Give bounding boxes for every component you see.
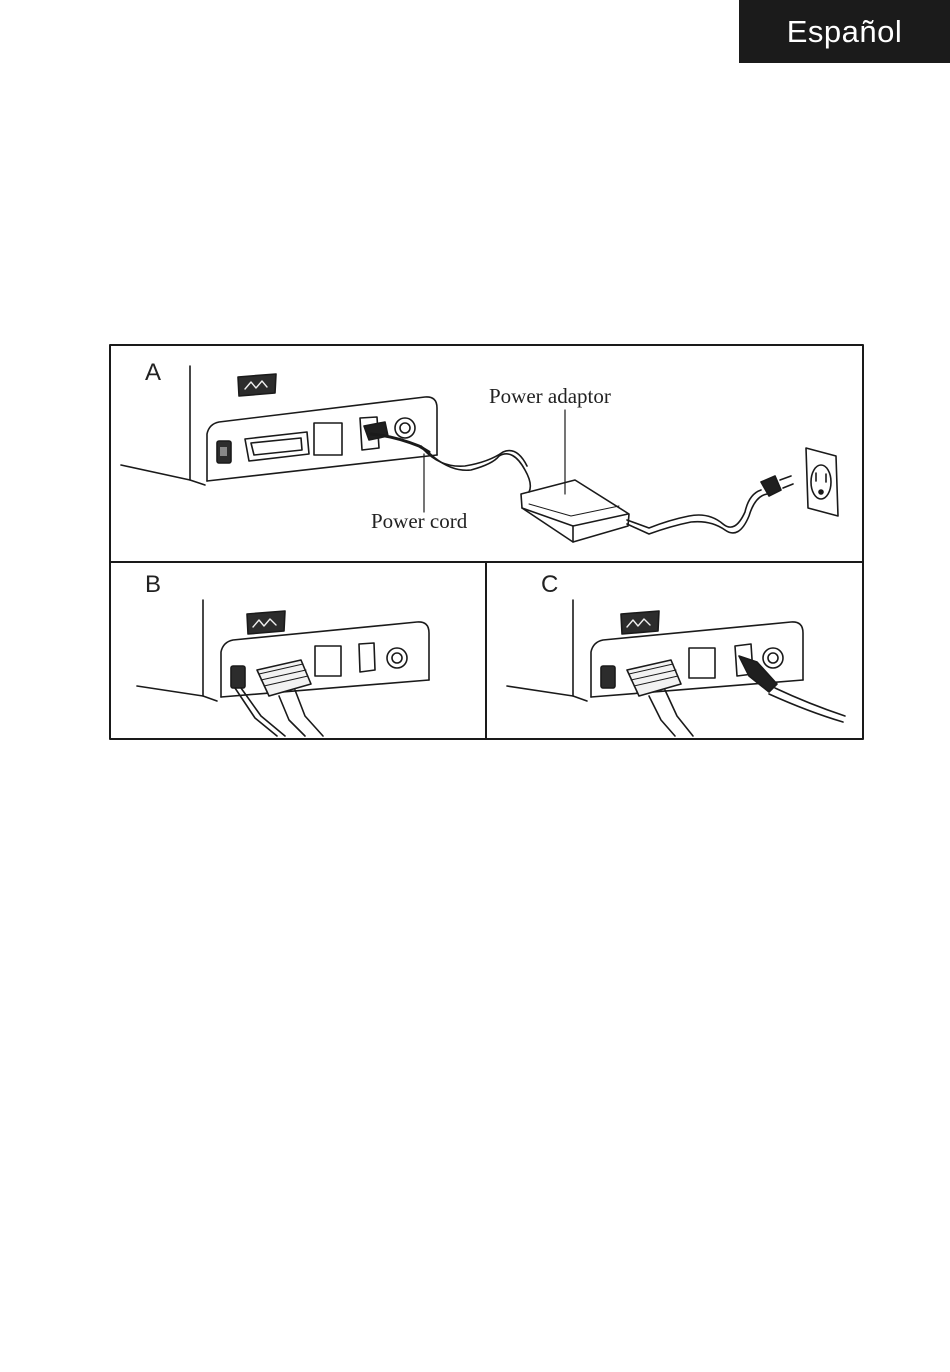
panel-a-label: A bbox=[145, 359, 161, 386]
panel-c-label: C bbox=[541, 571, 558, 598]
connection-figure: A Power adaptor Power cord B C bbox=[109, 344, 864, 740]
connection-diagram: A Power adaptor Power cord B C bbox=[109, 344, 864, 740]
wall-outlet-icon bbox=[806, 448, 838, 516]
language-tab: Español bbox=[739, 0, 950, 63]
power-cord-callout: Power cord bbox=[371, 509, 468, 533]
power-adaptor-icon bbox=[521, 480, 629, 542]
panel-b-drawing bbox=[137, 600, 429, 736]
panel-a-sticker-icon bbox=[238, 374, 276, 396]
panel-b-label: B bbox=[145, 571, 161, 598]
panel-c-drawing bbox=[507, 600, 845, 736]
power-adaptor-callout: Power adaptor bbox=[489, 384, 611, 408]
language-label: Español bbox=[787, 14, 903, 50]
panel-a-drawing bbox=[121, 366, 838, 542]
